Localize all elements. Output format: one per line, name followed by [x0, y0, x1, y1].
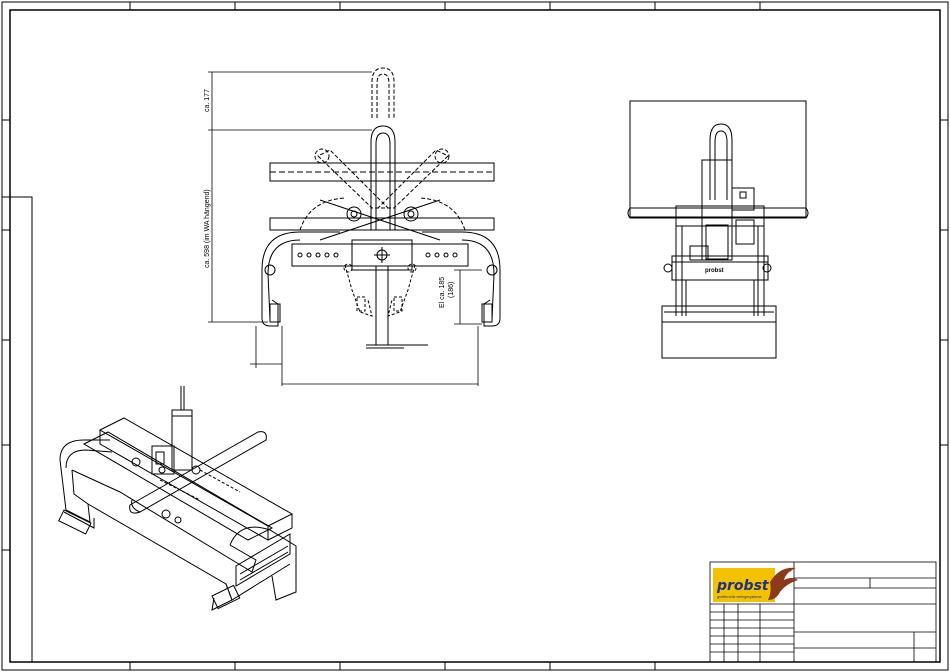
- side-view: [628, 101, 808, 358]
- isometric-view: [59, 386, 296, 610]
- dimension-top-height: ca. 177: [204, 89, 211, 112]
- dimension-clamp-min: (186): [448, 282, 455, 298]
- logo-subtitle: greiftechnik verlegesysteme: [717, 595, 762, 599]
- dimension-total-height: ca. 598 (im WA hängend): [204, 189, 211, 268]
- dimension-clamp-range: El ca. 185: [439, 277, 446, 308]
- front-view-dimensions: [208, 72, 482, 386]
- side-view-product-label: probst: [705, 268, 724, 274]
- logo-wordmark: probst: [716, 578, 770, 594]
- front-view: [262, 68, 500, 348]
